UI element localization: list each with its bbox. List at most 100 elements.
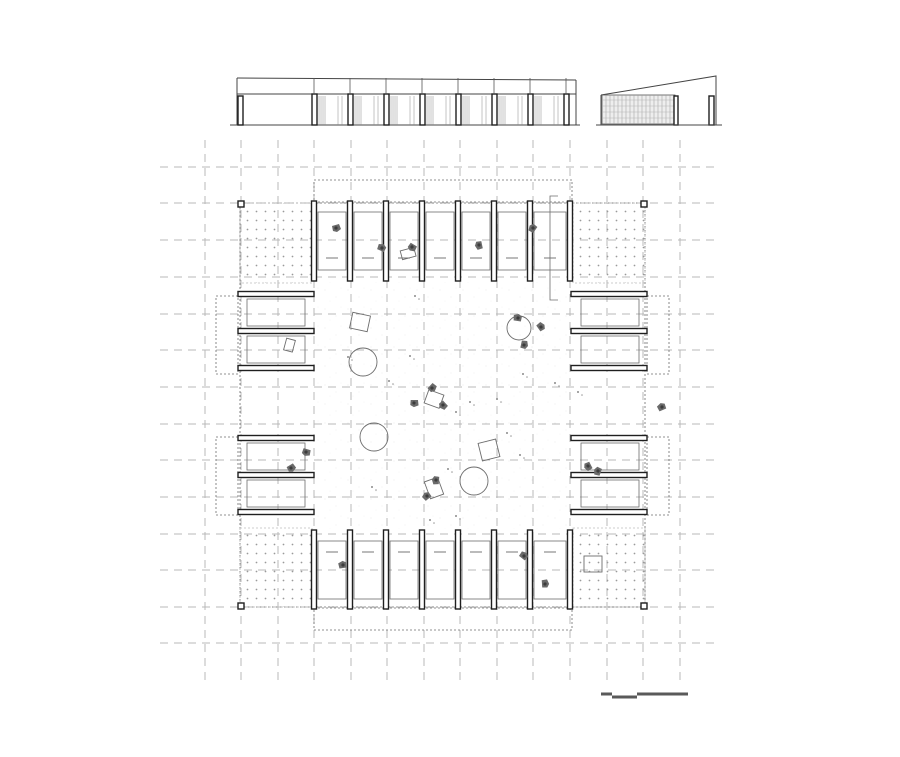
bay-room [246,298,306,327]
bay-room [461,211,491,271]
ground-mark [418,298,420,300]
ground-mark [500,401,502,403]
wall-slab [237,471,315,479]
section-column [311,93,318,126]
figure-head [412,401,416,405]
human-figure [536,321,545,332]
corner-column [237,200,245,208]
wall-slab [454,200,462,282]
paving-nw [239,202,313,284]
human-figure [528,223,538,233]
short-section [596,75,722,126]
section-column [563,93,570,126]
paving-se [572,527,646,608]
figure-head [477,243,481,247]
wall-slab [237,290,315,298]
ground-mark [496,398,498,400]
ground-mark [414,295,416,297]
human-figure [332,224,341,232]
human-figure [594,466,602,476]
bay-room [425,540,455,600]
bay-room [317,540,347,600]
corner-column [640,200,648,208]
bay-room [389,211,419,271]
bay-room [353,211,383,271]
figure-head [341,563,345,567]
round-table [359,422,389,452]
ground-mark [473,404,475,406]
wall-slab [454,529,462,610]
round-table [459,466,489,496]
paving-ne [572,202,646,284]
ground-mark [392,383,394,385]
wall-slab [526,529,534,610]
section-column [419,93,426,126]
wall-slab [418,529,426,610]
wall-slab [346,200,354,282]
wall-slab [382,200,390,282]
bay-room [425,211,455,271]
figure-head [516,316,520,320]
ground-mark [581,394,583,396]
figure-head [596,469,600,473]
ground-mark [371,486,373,488]
wall-slab [570,327,648,335]
bay-room [389,540,419,600]
ground-mark [447,468,449,470]
round-table [348,347,378,377]
ground-mark [459,518,461,520]
ground-mark [351,359,353,361]
human-figure [438,400,448,410]
section-column [383,93,390,126]
wall-slab [570,364,648,372]
floor-plan [215,179,670,631]
wall-slab [310,529,318,610]
wall-slab [310,200,318,282]
ground-mark [429,519,431,521]
long-section [230,77,580,126]
scale-bar [601,692,688,699]
wall-slab [566,529,574,610]
ground-mark [519,454,521,456]
square-table [348,311,372,333]
ground-mark [409,355,411,357]
human-figures [286,223,667,588]
human-figure [422,492,432,501]
ground-mark [510,435,512,437]
ground-mark [433,522,435,524]
ground-mark [469,401,471,403]
human-figure [520,340,529,350]
figure-head [334,226,338,230]
paving-sw [239,527,313,608]
wall-slab [490,200,498,282]
human-figure [301,448,311,456]
human-figure [338,560,347,569]
figure-head [660,405,664,409]
bay-room [461,540,491,600]
figure-head [539,325,543,329]
ground-mark [554,382,556,384]
figure-head [522,554,526,558]
wall-slab [570,434,648,442]
section-column [455,93,462,126]
section-column [491,93,498,126]
human-figure [407,242,417,252]
wall-slab [566,200,574,282]
human-figure [410,399,419,408]
section-column [347,93,354,126]
bay-room [317,211,347,271]
human-figure [584,461,593,472]
wall-slab [237,364,315,372]
bay-room [246,479,306,508]
wall-slab [526,200,534,282]
wall-slab [570,290,648,298]
wall-slab [570,508,648,516]
human-figure [519,551,529,561]
human-figure [474,241,483,250]
human-figure [431,476,440,485]
ground-mark [526,376,528,378]
ground-mark [413,358,415,360]
wall-slab [237,508,315,516]
ground-mark [375,489,377,491]
bay-room [580,442,640,471]
